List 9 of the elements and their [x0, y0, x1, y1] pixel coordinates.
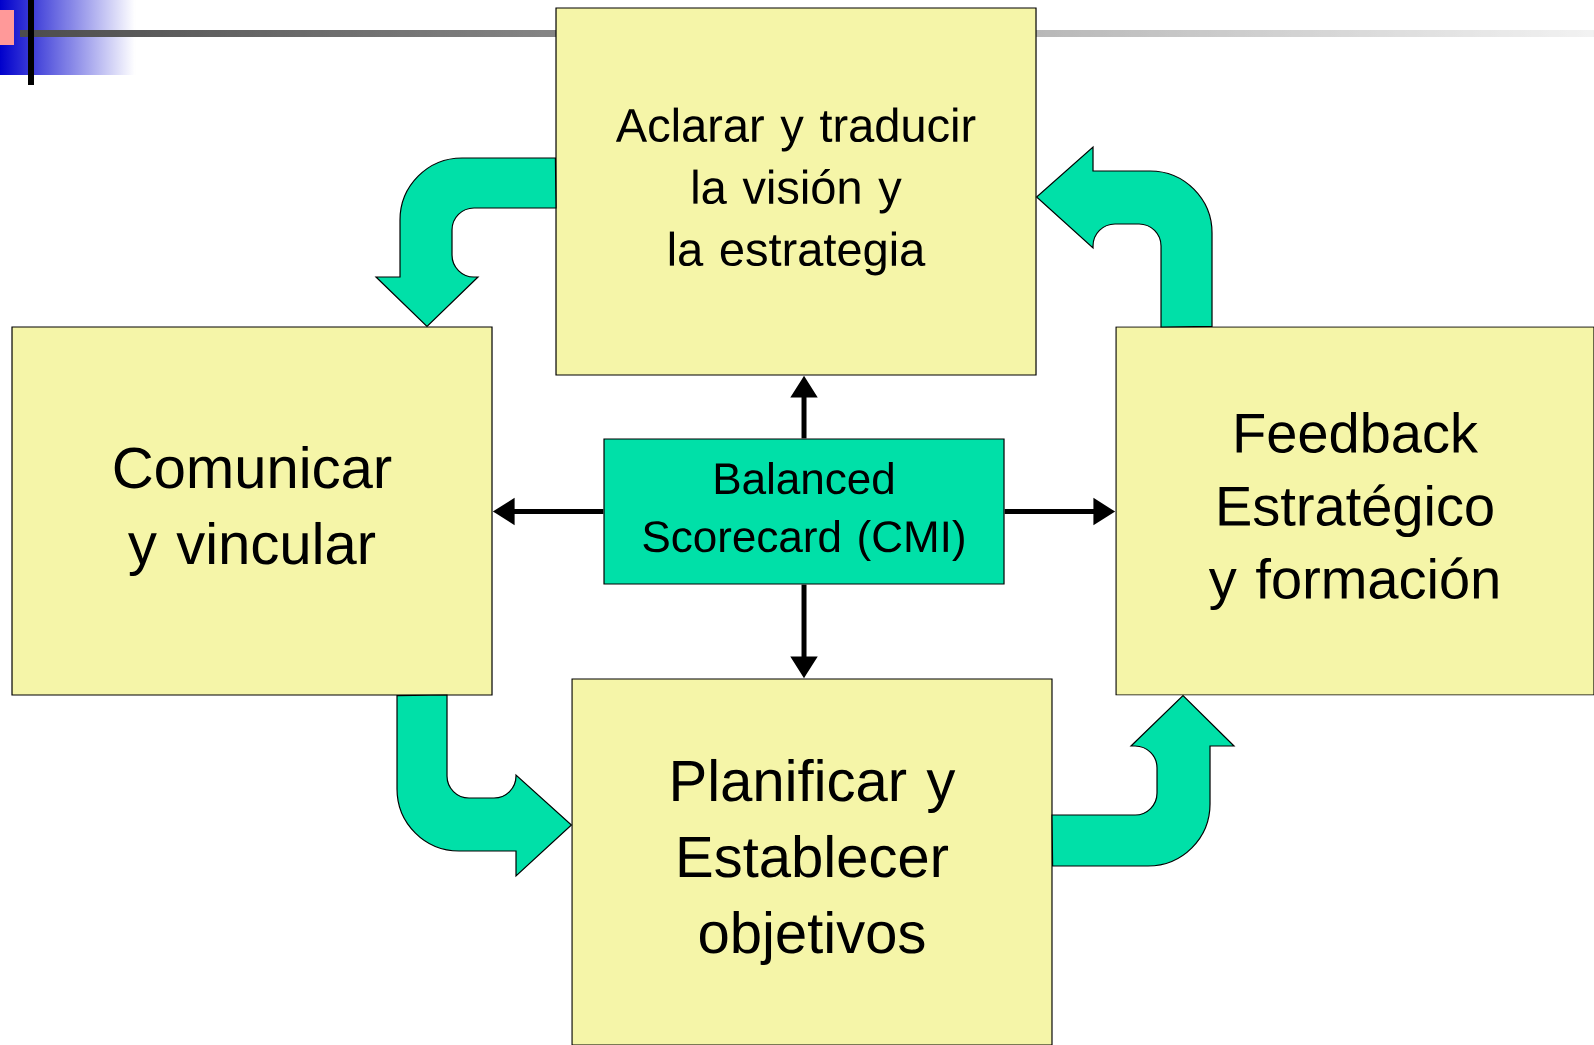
process-box: Comunicar y vincular — [11, 326, 493, 696]
process-box: Feedback Estratégico y formación — [1115, 326, 1594, 696]
center-box: Balanced Scorecard (CMI) — [603, 438, 1005, 585]
block-arrow — [1036, 146, 1213, 328]
process-box: Aclarar y traducir la visión y la estrategia — [555, 7, 1037, 376]
process-box: Planificar y Establecer objetivos — [571, 678, 1053, 1045]
block-arrow — [1051, 695, 1235, 867]
block-arrow — [375, 157, 557, 327]
block-arrow — [396, 694, 572, 877]
